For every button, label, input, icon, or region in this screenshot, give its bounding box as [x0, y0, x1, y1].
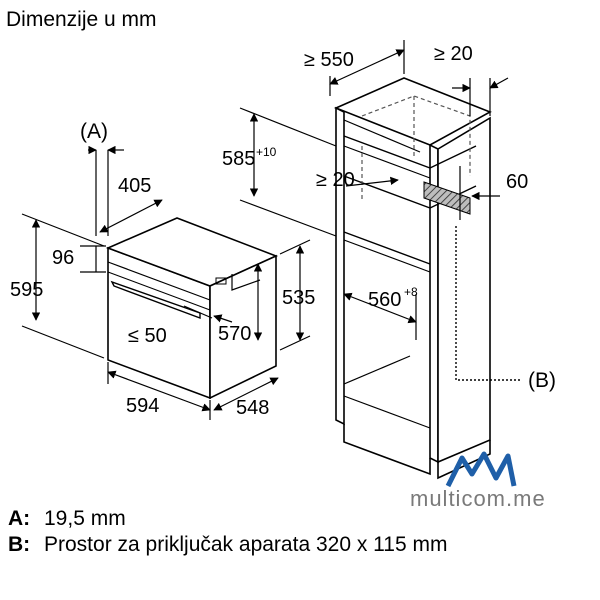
- dim-585-tolerance: +10: [256, 145, 277, 159]
- dim-535: 535: [282, 287, 315, 309]
- oven-drawing: [105, 217, 279, 400]
- marker-a: (A): [80, 120, 108, 143]
- legend-key-b: B:: [8, 533, 31, 556]
- dim-60: 60: [506, 171, 528, 193]
- dim-560: 560: [368, 289, 401, 311]
- cabinet-plinth: [343, 424, 431, 476]
- marker-b: (B): [528, 369, 556, 392]
- legend-text-b: Prostor za priključak aparata 320 x 115 …: [44, 533, 448, 556]
- dim-585: 585: [222, 148, 255, 170]
- legend-key-a: A:: [8, 507, 31, 530]
- dim-595: 595: [10, 279, 43, 301]
- dim-594: 594: [126, 395, 159, 417]
- diagram-heading: Dimenzije u mm: [6, 8, 157, 31]
- cabinet-side: [437, 116, 491, 464]
- watermark-text: multicom.me: [410, 486, 546, 511]
- legend-item-b: B: Prostor za priključak aparata 320 x 1…: [8, 532, 594, 558]
- dim-405: 405: [118, 175, 151, 197]
- legend: A: 19,5 mm B: Prostor za priključak apar…: [8, 506, 594, 558]
- dim-96: 96: [52, 247, 74, 269]
- legend-text-a: 19,5 mm: [44, 507, 126, 530]
- dim-le50: ≤ 50: [128, 325, 167, 347]
- dim-560-tolerance: +8: [404, 285, 418, 299]
- cabinet-drawing: [333, 77, 492, 480]
- dim-ge550: ≥ 550: [304, 49, 354, 71]
- legend-item-a: A: 19,5 mm: [8, 506, 594, 532]
- cabinet-hidden-lines: [361, 95, 471, 200]
- oven-handle: [110, 280, 201, 320]
- watermark-logo-icon: [445, 451, 517, 488]
- watermark: multicom.me: [410, 451, 546, 511]
- dim-548: 548: [236, 397, 269, 419]
- connection-leader: [455, 226, 520, 381]
- dim-ge20-mid: ≥ 20: [316, 169, 355, 191]
- oven-dimension-lines: [21, 145, 311, 420]
- dim-570: 570: [218, 323, 251, 345]
- cabinet-dimension-lines: [239, 40, 509, 340]
- ventilation-opening: [423, 181, 471, 215]
- dim-ge20-top: ≥ 20: [434, 43, 473, 65]
